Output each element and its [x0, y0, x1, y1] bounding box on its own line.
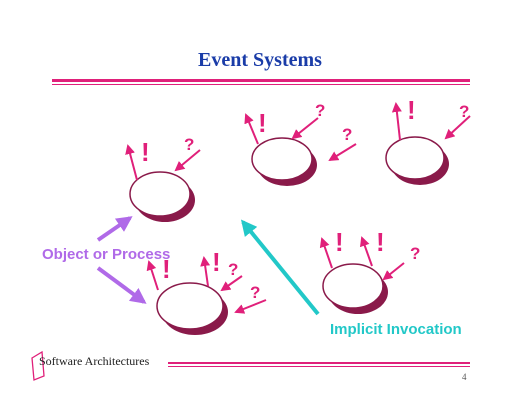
query-mark: ? [342, 125, 352, 144]
title-rule [52, 79, 470, 85]
query-arrow [291, 117, 319, 140]
footer-logo [31, 350, 45, 381]
query-arrow [328, 143, 357, 162]
query-mark: ? [250, 283, 260, 302]
announce-arrow [146, 260, 159, 291]
announce-mark: ! [212, 247, 221, 277]
event-node-4: ! ! ? [319, 227, 420, 314]
announce-arrow [391, 102, 402, 141]
query-mark: ? [184, 135, 194, 154]
slide-title: Event Systems [198, 49, 322, 71]
announce-mark: ! [376, 227, 385, 257]
footer-rule [168, 362, 470, 367]
query-mark: ? [315, 101, 325, 120]
query-arrow [234, 299, 267, 314]
query-arrow [444, 115, 471, 140]
query-arrow [220, 275, 243, 292]
event-node-5: ! ! ? ? [146, 247, 267, 335]
announce-arrow [125, 144, 138, 181]
object-arrow-down [96, 266, 147, 304]
announce-mark: ! [162, 254, 171, 284]
query-arrow [382, 262, 405, 281]
announce-mark: ! [335, 227, 344, 257]
footer-title: Software Architectures [39, 354, 150, 368]
announce-arrow [359, 236, 373, 267]
query-arrow [174, 149, 201, 172]
announce-arrow [244, 113, 259, 145]
implicit-invocation-label: Implicit Invocation [330, 321, 462, 338]
event-node-2: ! ? ? [244, 101, 357, 186]
announce-mark: ! [258, 108, 267, 138]
object-or-process-label: Object or Process [42, 246, 170, 263]
query-mark: ? [228, 260, 238, 279]
page-number: 4 [462, 372, 467, 382]
announce-arrow [319, 237, 333, 269]
announce-mark: ! [141, 137, 150, 167]
announce-arrow [200, 256, 211, 287]
query-mark: ? [459, 102, 469, 121]
announce-mark: ! [407, 95, 416, 125]
event-node-1: ! ? [125, 135, 201, 222]
query-mark: ? [410, 244, 420, 263]
implicit-invocation-arrow [240, 219, 320, 316]
event-node-3: ! ? [385, 95, 471, 185]
object-arrow-up [96, 216, 133, 242]
